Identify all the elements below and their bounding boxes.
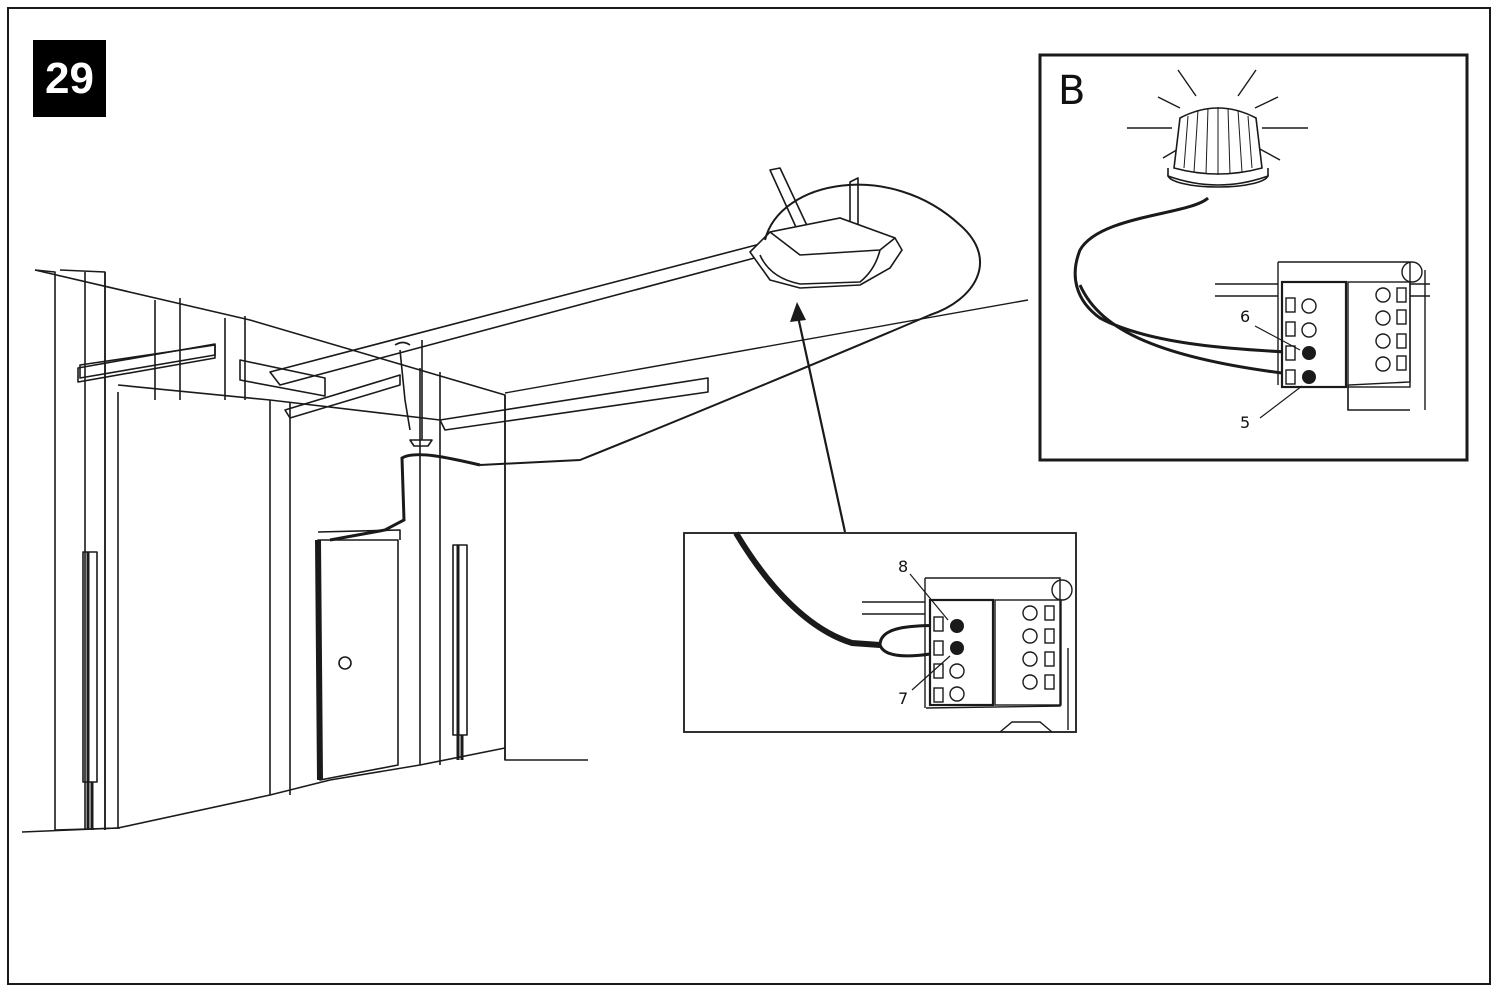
- lamp-cable: [1073, 196, 1308, 355]
- side-door-top: [317, 529, 401, 540]
- door-arm: [394, 341, 411, 431]
- label-terminal-7: 7: [898, 689, 908, 708]
- terminal-5-dot: [1302, 370, 1316, 384]
- flashing-lamp-icon: [1167, 107, 1269, 188]
- inset-b-frame: [1038, 53, 1469, 462]
- opener-unit: [749, 167, 903, 289]
- back-wall: [34, 269, 121, 831]
- terminal-block-b: [1215, 261, 1430, 411]
- terminal-8-dot: [950, 619, 964, 633]
- floor-left: [21, 747, 506, 833]
- rail: [269, 243, 763, 386]
- track-right: [439, 377, 709, 431]
- door-jamb-left: [269, 400, 291, 795]
- opener-top: [769, 217, 896, 256]
- track-left: [77, 343, 216, 383]
- outer-border: [7, 7, 1491, 985]
- control-wire: [733, 531, 881, 648]
- label-terminal-8: 8: [898, 557, 908, 576]
- opener-cover: [759, 249, 881, 285]
- side-door: [317, 539, 399, 781]
- spring-right-rod: [456, 545, 464, 760]
- arrowhead: [790, 302, 806, 322]
- door-knob: [338, 656, 352, 670]
- inset-b: B 6 5: [1038, 53, 1469, 462]
- post-3: [224, 316, 246, 400]
- inset-main-frame: [683, 532, 1077, 733]
- step-number-badge: 29: [33, 40, 106, 117]
- pointer-arrow: [795, 311, 847, 533]
- leader-5: [1259, 385, 1303, 419]
- garage-scene: [21, 243, 763, 833]
- wall-line: [504, 395, 588, 761]
- leader-6: [1254, 325, 1301, 351]
- door-jamb-right: [419, 368, 441, 765]
- header-beam-2: [117, 384, 441, 828]
- pull-cord: [409, 340, 433, 447]
- side-door-edge: [315, 539, 323, 781]
- label-terminal-6: 6: [1240, 307, 1250, 326]
- label-terminal-5: 5: [1240, 413, 1250, 432]
- inset-b-letter: B: [1058, 68, 1085, 114]
- door-arm-2: [284, 374, 401, 419]
- spring-left: [82, 551, 98, 783]
- terminal-7-dot: [950, 641, 964, 655]
- inset-main: 8 7: [683, 531, 1077, 733]
- rail-bracket: [239, 359, 326, 397]
- control-cable: [329, 453, 481, 542]
- lamp-rays: [1127, 69, 1308, 161]
- zoom-line-upper: [504, 299, 1029, 394]
- leader-7: [911, 655, 951, 691]
- leader-8: [909, 573, 949, 621]
- post-2: [154, 298, 181, 400]
- terminal-6-dot: [1302, 346, 1316, 360]
- lamp-cable-2: [1078, 284, 1308, 378]
- zoom-outline: [329, 183, 1029, 542]
- spring-right: [452, 544, 468, 736]
- spring-left-rod: [86, 552, 94, 830]
- zoom-ellipse: [479, 183, 981, 466]
